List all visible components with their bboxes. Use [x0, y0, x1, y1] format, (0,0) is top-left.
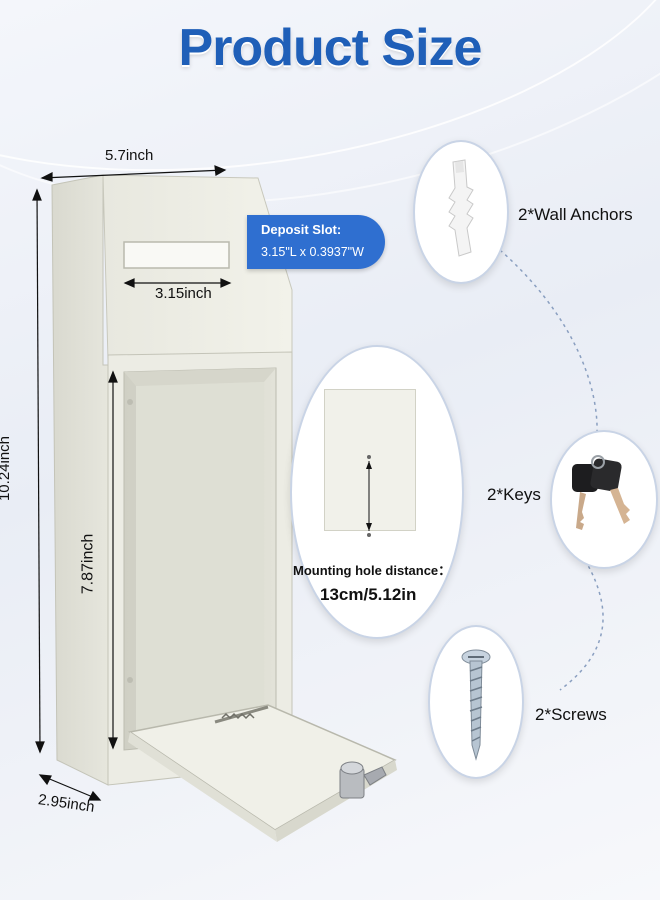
slot-width-label: 3.15inch [155, 285, 212, 302]
deposit-slot-size: 3.15"L x 0.3937"W [261, 245, 364, 259]
screws-panel [428, 625, 524, 779]
mounting-hole-panel [290, 345, 464, 639]
accessory-label-wall-anchors: 2*Wall Anchors [518, 205, 633, 224]
mounting-distance-arrow [366, 455, 372, 537]
page-title: Product Size [178, 19, 483, 77]
back-panel [324, 389, 416, 531]
dimension-lines [32, 165, 232, 801]
wall-anchor-icon [448, 159, 474, 257]
screw-icon [461, 649, 491, 761]
box-side-panel [51, 174, 109, 786]
accessory-label-screws: 2*Screws [535, 705, 607, 724]
height-label: 10.24inch [0, 435, 14, 502]
deposit-slot-heading: Deposit Slot: [261, 222, 342, 237]
keys-panel [550, 430, 658, 569]
deposit-slot [123, 241, 230, 269]
accessory-label-keys: 2*Keys [487, 485, 541, 504]
deposit-slot-badge: Deposit Slot: 3.15"L x 0.3937"W [247, 215, 385, 269]
inner-height-label: 7.87inch [79, 533, 97, 595]
width-label: 5.7inch [105, 147, 154, 164]
mounting-hole-label: Mounting hole distance： [293, 563, 452, 578]
wall-anchors-panel [413, 140, 509, 284]
keys-icon [572, 455, 630, 530]
mounting-hole-distance: 13cm/5.12in [320, 585, 417, 604]
